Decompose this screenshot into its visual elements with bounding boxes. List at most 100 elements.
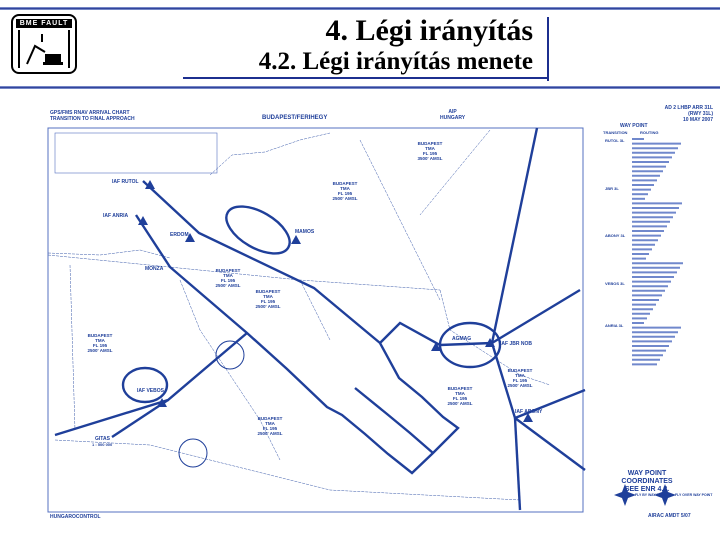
logo-text: BME FAULT (16, 19, 72, 28)
waypoint-markers (138, 180, 533, 422)
wp-erdom: ERDOM (170, 232, 189, 238)
wp-rutol: IAF RUTOL (112, 179, 139, 185)
fly-over-icon (654, 484, 676, 506)
route-abony-se (514, 417, 586, 471)
logo: BME FAULT (11, 14, 77, 74)
route-agmag (379, 321, 493, 347)
legend-icons (614, 484, 676, 506)
svg-text:TMA: TMA (515, 373, 525, 378)
svg-text:TMA: TMA (263, 294, 273, 299)
arrival-routes (54, 127, 586, 511)
svg-text:TMA: TMA (95, 338, 105, 343)
page-title: 4. Légi irányítás (325, 14, 534, 47)
wp-mamos: MAMOS (295, 229, 315, 235)
scale: 1 : 500 000 (92, 442, 113, 447)
svg-text:BUDAPEST: BUDAPEST (216, 268, 241, 273)
transition-0: RUTOL 3L (605, 138, 625, 143)
compass-rose-icon (215, 340, 245, 370)
transition-1: JBR 3L (605, 186, 619, 191)
svg-text:TMA: TMA (223, 273, 233, 278)
wp-jbr: IAF JBR NOB (500, 341, 532, 347)
svg-text:BUDAPEST: BUDAPEST (256, 289, 281, 294)
route-rutol-anria (134, 180, 460, 475)
wp-anria: IAF ANRIA (103, 213, 128, 219)
wp-monza: MONZA (145, 266, 164, 272)
svg-text:BUDAPEST: BUDAPEST (508, 368, 533, 373)
holding-mamos (225, 205, 291, 255)
wp-vebos: IAF VEBOS (137, 388, 165, 394)
svg-text:FL 195: FL 195 (423, 151, 438, 156)
transition-4: ANRIA 3L (605, 323, 624, 328)
fly-by-icon (614, 484, 636, 506)
svg-text:2500' AMSL: 2500' AMSL (256, 304, 281, 309)
routing-list: /* routing lines drawn below */ (632, 138, 683, 366)
compass-rose-icon (178, 438, 208, 468)
col-routing: ROUTING (640, 130, 659, 135)
svg-text:FL 195: FL 195 (93, 343, 108, 348)
transition-3: VEBOS 3L (605, 281, 625, 286)
route-jbr (490, 127, 539, 344)
excavator-icon (18, 30, 70, 68)
wp-agmag: AGMAG (452, 336, 471, 342)
svg-text:BUDAPEST: BUDAPEST (448, 386, 473, 391)
wp-gitas: GITAS (95, 436, 111, 442)
svg-text:FL 195: FL 195 (221, 278, 236, 283)
bottom-rule (0, 86, 720, 89)
navaid-mamos-icon (291, 235, 301, 244)
svg-text:2500' AMSL: 2500' AMSL (333, 196, 358, 201)
airport-name: BUDAPEST/FERIHEGY (262, 115, 328, 121)
svg-text:FL 195: FL 195 (263, 426, 278, 431)
svg-text:2500' AMSL: 2500' AMSL (88, 348, 113, 353)
navaid-abony-icon (523, 413, 533, 422)
waypoint-header: WAY POINT (620, 123, 648, 129)
notes-box (54, 132, 218, 174)
page-subtitle: 4.2. Légi irányítás menete (258, 48, 533, 75)
subtitle-underline (183, 77, 549, 79)
svg-text:FL 195: FL 195 (261, 299, 276, 304)
airspace-boundaries (47, 129, 551, 501)
svg-text:2500' AMSL: 2500' AMSL (216, 283, 241, 288)
fly-by-label: FLY BY WAY POINT (635, 493, 668, 497)
svg-text:2500' AMSL: 2500' AMSL (258, 431, 283, 436)
navaid-agmag-icon (431, 342, 441, 351)
holding-agmag (438, 321, 502, 369)
svg-text:BUDAPEST: BUDAPEST (418, 141, 443, 146)
svg-text:3500' AMSL: 3500' AMSL (418, 156, 443, 161)
navaid-vebos-icon (157, 398, 167, 407)
route-parallel (354, 387, 434, 454)
svg-text:2500' AMSL: 2500' AMSL (508, 383, 533, 388)
navaid-jbr-icon (485, 338, 495, 347)
route-abony (490, 288, 586, 420)
svg-text:TMA: TMA (265, 421, 275, 426)
svg-text:BUDAPEST: BUDAPEST (333, 181, 358, 186)
navaid-erdom-icon (185, 233, 195, 242)
svg-text:TMA: TMA (425, 146, 435, 151)
col-transition: TRANSITION (603, 130, 628, 135)
fly-over-label: FLY OVER WAY POINT (675, 493, 713, 497)
doc-ref: AD 2 LHBP ARR 31L(RWY 31L)10 MAY 2007 (664, 105, 713, 123)
top-rule (0, 7, 720, 10)
publisher: HUNGAROCONTROL (50, 514, 101, 520)
title-vertical-rule (547, 17, 549, 81)
svg-text:BUDAPEST: BUDAPEST (258, 416, 283, 421)
route-abony-s (513, 417, 522, 511)
navaid-rutol-icon (145, 180, 155, 189)
holding-vebos (121, 366, 169, 404)
amendment: AIRAC AMDT 5/07 (648, 513, 691, 519)
svg-text:TMA: TMA (455, 391, 465, 396)
wp-abony: IAF ABONY (515, 409, 543, 415)
navaid-anria-icon (138, 216, 148, 225)
chart-frame (47, 127, 584, 513)
svg-text:BUDAPEST: BUDAPEST (88, 333, 113, 338)
svg-text:TMA: TMA (340, 186, 350, 191)
